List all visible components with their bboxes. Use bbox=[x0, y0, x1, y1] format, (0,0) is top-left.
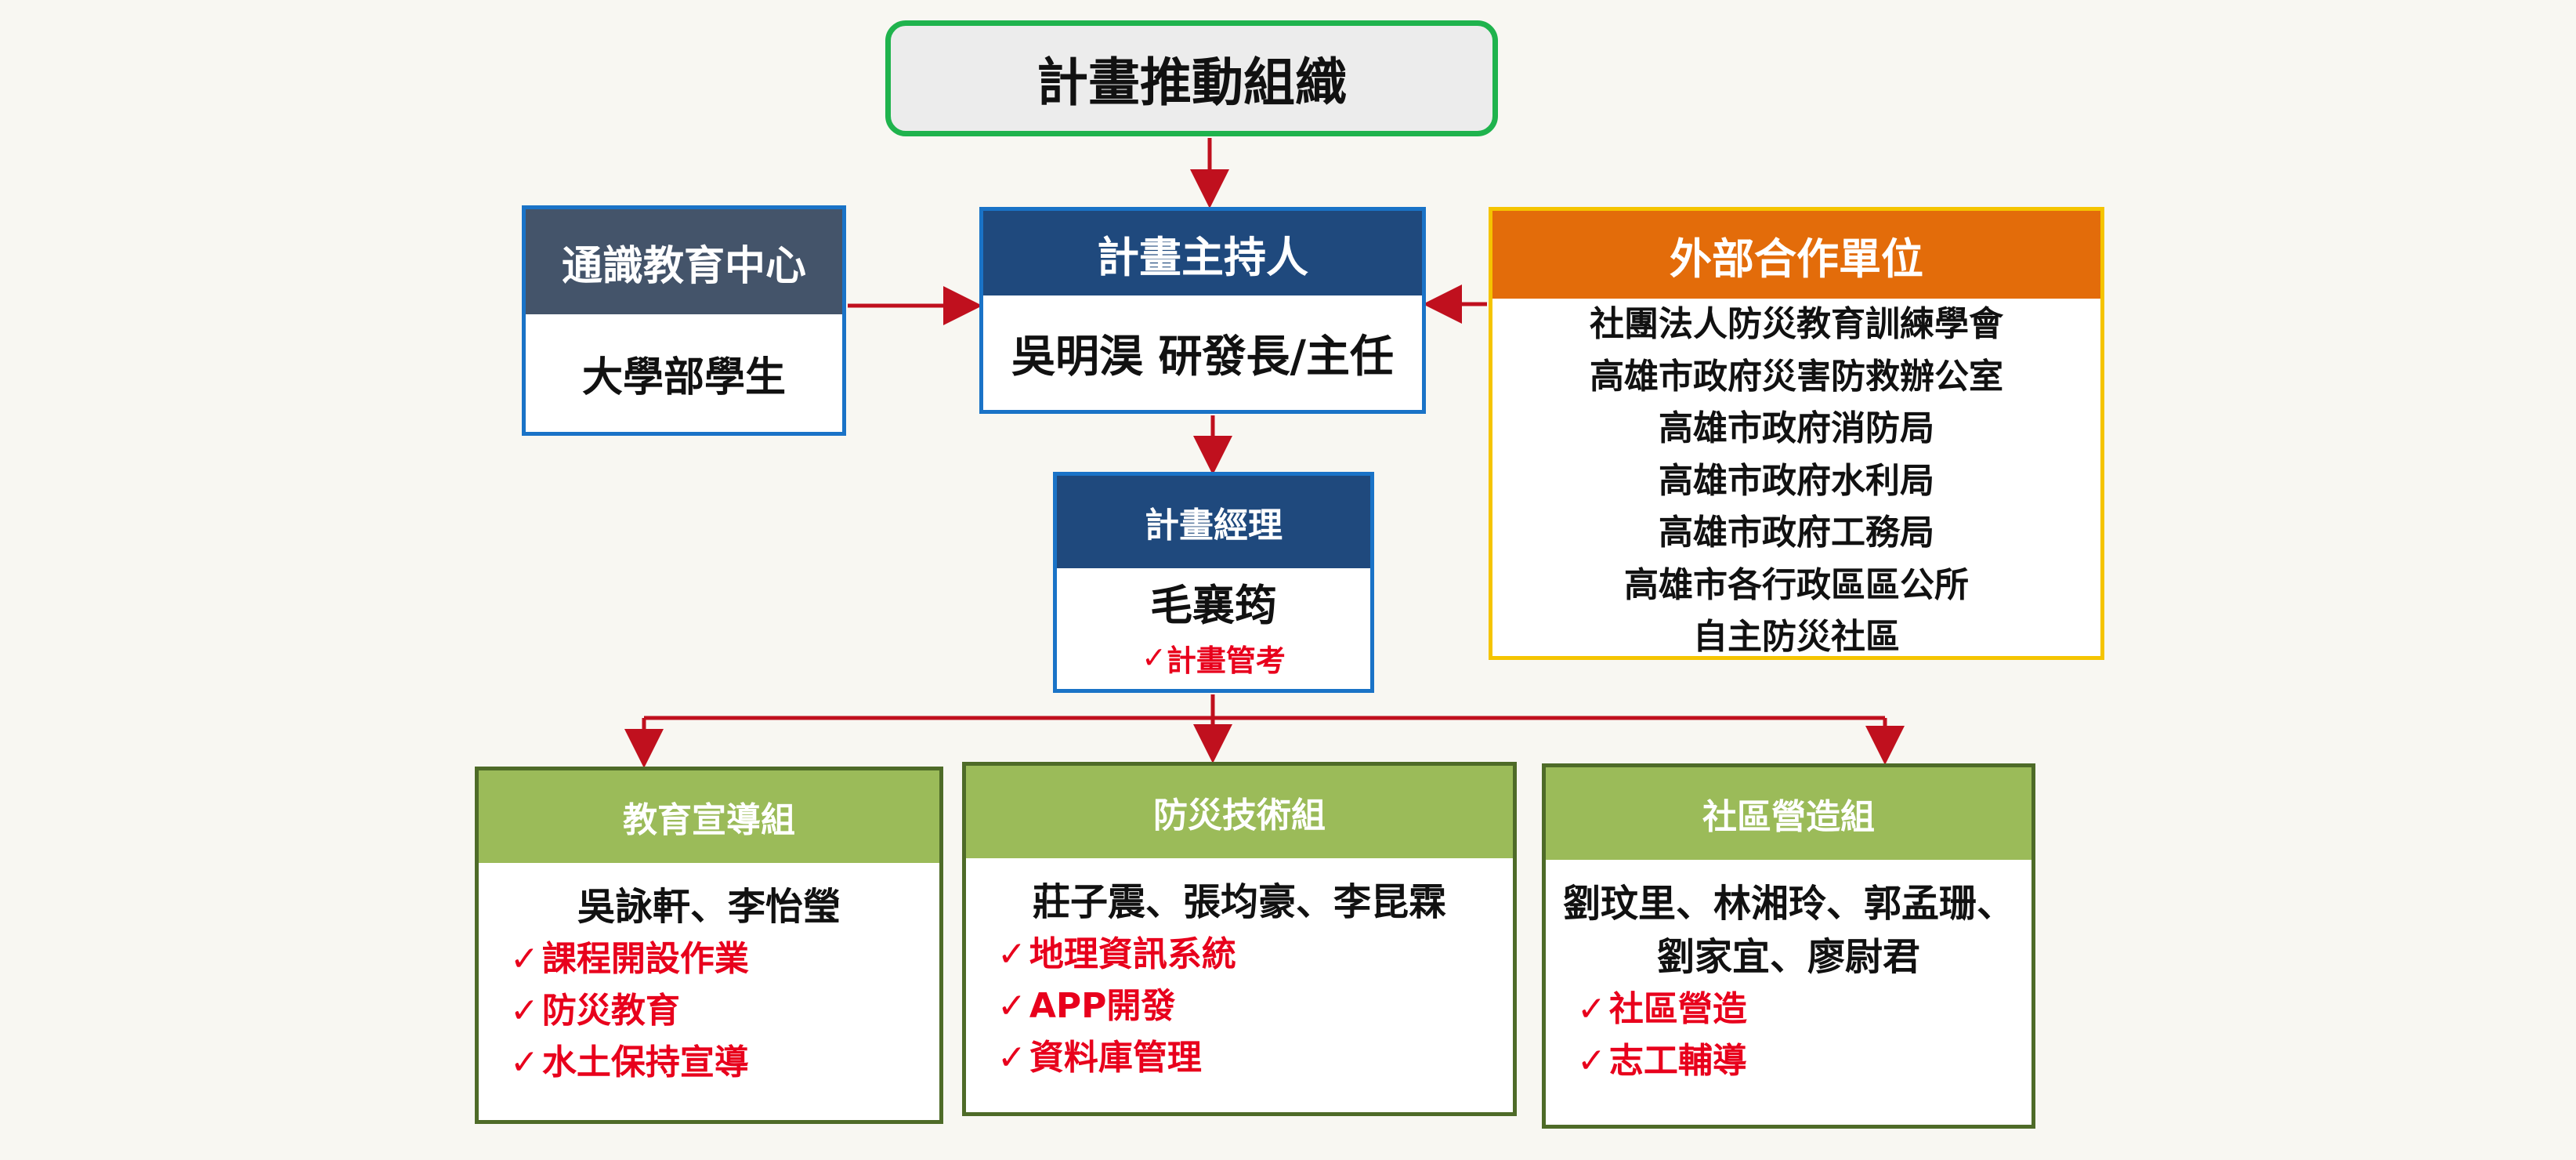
principal-investigator-header: 計畫主持人 bbox=[983, 211, 1422, 295]
task-item: ✓社區營造 bbox=[1577, 984, 2031, 1035]
task-item: ✓水土保持宣導 bbox=[510, 1037, 939, 1089]
group-education-box: 教育宣導組 吳詠軒、李怡瑩 ✓課程開設作業 ✓防災教育 ✓水土保持宣導 bbox=[475, 767, 943, 1124]
task-label: 資料庫管理 bbox=[1029, 1038, 1202, 1078]
group-education-members: 吳詠軒、李怡瑩 bbox=[479, 863, 939, 933]
general-education-box: 通識教育中心 大學部學生 bbox=[522, 205, 846, 436]
group-technology-box: 防災技術組 莊子震、張均豪、李昆霖 ✓地理資訊系統 ✓APP開發 ✓資料庫管理 bbox=[962, 762, 1517, 1116]
external-partners-header: 外部合作單位 bbox=[1492, 211, 2100, 299]
task-item: ✓防災教育 bbox=[510, 985, 939, 1037]
list-item: 自主防災社區 bbox=[1693, 617, 1900, 657]
member-line: 劉玟里、林湘玲、郭孟珊、 bbox=[1562, 882, 2014, 926]
external-partners-box: 外部合作單位 社團法人防災教育訓練學會 高雄市政府災害防救辦公室 高雄市政府消防… bbox=[1489, 207, 2104, 660]
check-icon: ✓ bbox=[997, 1038, 1026, 1078]
check-icon: ✓ bbox=[510, 1042, 539, 1082]
task-label: APP開發 bbox=[1029, 986, 1176, 1026]
task-label: 水土保持宣導 bbox=[541, 1042, 749, 1082]
task-item: ✓資料庫管理 bbox=[997, 1032, 1513, 1084]
task-label: 社區營造 bbox=[1608, 989, 1747, 1029]
general-education-body: 大學部學生 bbox=[581, 353, 786, 401]
check-icon: ✓ bbox=[997, 934, 1026, 974]
group-community-tasks: ✓社區營造 ✓志工輔導 bbox=[1546, 984, 2031, 1087]
check-icon: ✓ bbox=[1577, 1041, 1606, 1081]
check-icon: ✓ bbox=[510, 991, 539, 1031]
group-technology-header: 防災技術組 bbox=[966, 766, 1513, 858]
check-icon: ✓ bbox=[997, 986, 1026, 1026]
list-item: 高雄市政府災害防救辦公室 bbox=[1590, 356, 2003, 397]
list-item: 高雄市政府水利局 bbox=[1659, 460, 1934, 501]
list-item: 社團法人防災教育訓練學會 bbox=[1590, 304, 2003, 344]
group-community-box: 社區營造組 劉玟里、林湘玲、郭孟珊、 劉家宜、廖尉君 ✓社區營造 ✓志工輔導 bbox=[1542, 763, 2035, 1129]
principal-investigator-box: 計畫主持人 吳明淏 研發長/主任 bbox=[979, 207, 1426, 414]
member-line: 莊子震、張均豪、李昆霖 bbox=[1032, 880, 1446, 924]
check-icon: ✓ bbox=[1141, 640, 1167, 675]
task-item: ✓志工輔導 bbox=[1577, 1035, 2031, 1087]
principal-investigator-name: 吳明淏 研發長/主任 bbox=[1011, 331, 1394, 382]
group-community-members: 劉玟里、林湘玲、郭孟珊、 劉家宜、廖尉君 bbox=[1546, 860, 2031, 984]
check-icon: ✓ bbox=[1577, 989, 1606, 1029]
list-item: 高雄市政府工務局 bbox=[1659, 513, 1934, 553]
task-label: 計畫管考 bbox=[1166, 643, 1286, 678]
list-item: 高雄市各行政區區公所 bbox=[1624, 564, 1969, 605]
task-item: ✓地理資訊系統 bbox=[997, 929, 1513, 981]
external-partners-list: 社團法人防災教育訓練學會 高雄市政府災害防救辦公室 高雄市政府消防局 高雄市政府… bbox=[1492, 299, 2100, 664]
group-community-header: 社區營造組 bbox=[1546, 767, 2031, 860]
group-education-header: 教育宣導組 bbox=[479, 770, 939, 863]
task-label: 防災教育 bbox=[541, 991, 680, 1031]
project-manager-name: 毛襄筠 bbox=[1150, 580, 1277, 630]
task-item: ✓APP開發 bbox=[997, 981, 1513, 1032]
member-line: 吳詠軒、李怡瑩 bbox=[577, 885, 841, 929]
general-education-header: 通識教育中心 bbox=[526, 209, 842, 314]
project-manager-task: ✓ 計畫管考 bbox=[1057, 634, 1370, 681]
group-technology-members: 莊子震、張均豪、李昆霖 bbox=[966, 858, 1513, 929]
task-label: 課程開設作業 bbox=[541, 939, 749, 979]
group-technology-tasks: ✓地理資訊系統 ✓APP開發 ✓資料庫管理 bbox=[966, 929, 1513, 1084]
task-label: 地理資訊系統 bbox=[1029, 934, 1236, 974]
group-education-tasks: ✓課程開設作業 ✓防災教育 ✓水土保持宣導 bbox=[479, 933, 939, 1089]
task-item: ✓課程開設作業 bbox=[510, 933, 939, 985]
list-item: 高雄市政府消防局 bbox=[1659, 408, 1934, 448]
project-manager-box: 計畫經理 毛襄筠 ✓ 計畫管考 bbox=[1053, 472, 1374, 693]
task-label: 志工輔導 bbox=[1608, 1041, 1747, 1081]
diagram-title: 計畫推動組織 bbox=[885, 20, 1498, 136]
member-line: 劉家宜、廖尉君 bbox=[1656, 935, 1920, 979]
check-icon: ✓ bbox=[510, 939, 539, 979]
project-manager-header: 計畫經理 bbox=[1057, 476, 1370, 568]
